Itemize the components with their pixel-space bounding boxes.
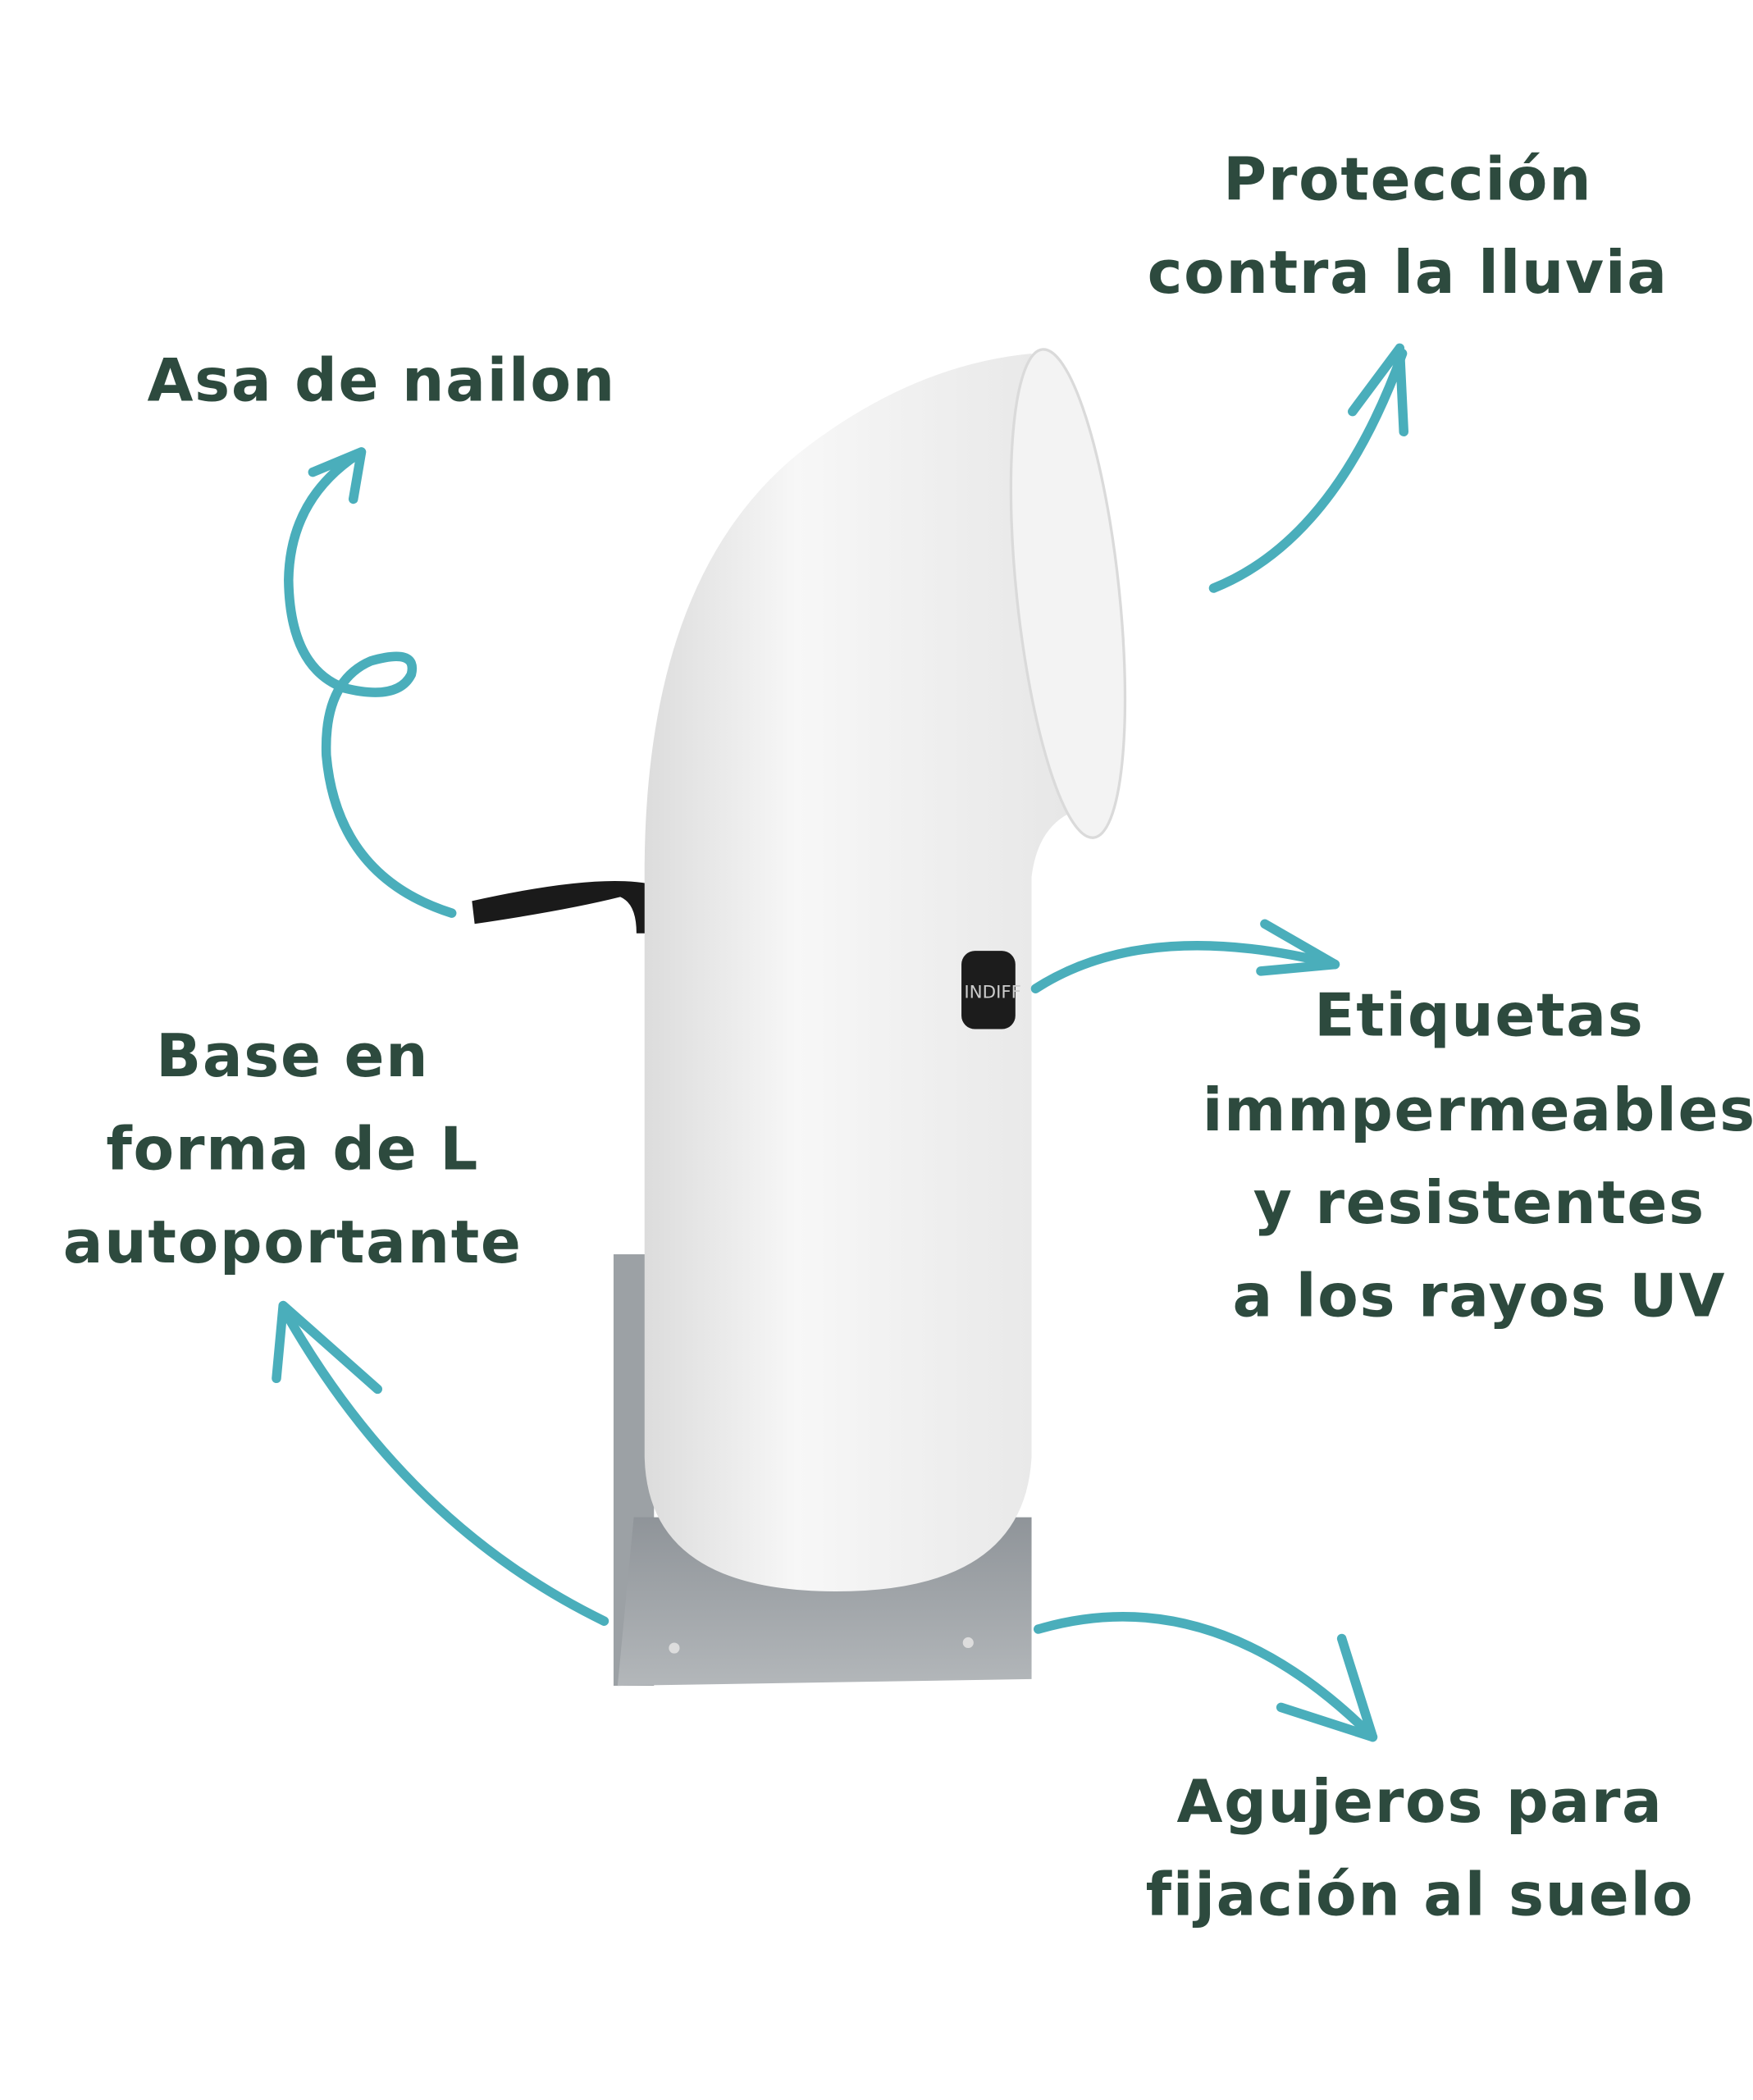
label-stickers: Etiquetas immpermeables y resistentes a …: [1203, 982, 1753, 1331]
arrow-stickers: [1030, 919, 1340, 993]
label-line: autoportante: [63, 1208, 523, 1277]
label-line: Agujeros para: [1176, 1768, 1663, 1837]
product-tube: INDIFF: [644, 348, 1127, 1592]
arrow-base: [272, 1300, 609, 1626]
label-line: fijación al suelo: [1146, 1861, 1695, 1930]
label-line: a los rayos UV: [1232, 1262, 1726, 1331]
label-fixing-holes: Agujeros para fijación al suelo: [1146, 1768, 1695, 1930]
product-sticker: [961, 951, 1016, 1029]
arrow-rain: [1208, 343, 1408, 593]
fixing-hole: [669, 1642, 680, 1654]
arrow-holes: [1034, 1612, 1378, 1742]
label-l-base: Base en forma de L autoportante: [63, 1022, 523, 1277]
product-sticker-text: INDIFF: [964, 983, 1021, 1003]
label-line: y resistentes: [1253, 1169, 1705, 1238]
label-line: immpermeables: [1203, 1076, 1753, 1145]
label-line: contra la lluvia: [1148, 239, 1669, 308]
label-nylon-handle: Asa de nailon: [148, 346, 616, 415]
label-line: Protección: [1223, 146, 1592, 215]
label-rain-protection: Protección contra la lluvia: [1148, 146, 1669, 308]
label-line: Asa de nailon: [148, 346, 616, 415]
fixing-hole: [962, 1637, 974, 1649]
label-line: Base en: [156, 1022, 429, 1091]
label-line: forma de L: [106, 1115, 479, 1184]
nylon-handle: [472, 881, 648, 934]
tube-mouth: [1009, 348, 1127, 839]
label-line: Etiquetas: [1314, 982, 1644, 1051]
arrow-handle: [284, 447, 457, 918]
